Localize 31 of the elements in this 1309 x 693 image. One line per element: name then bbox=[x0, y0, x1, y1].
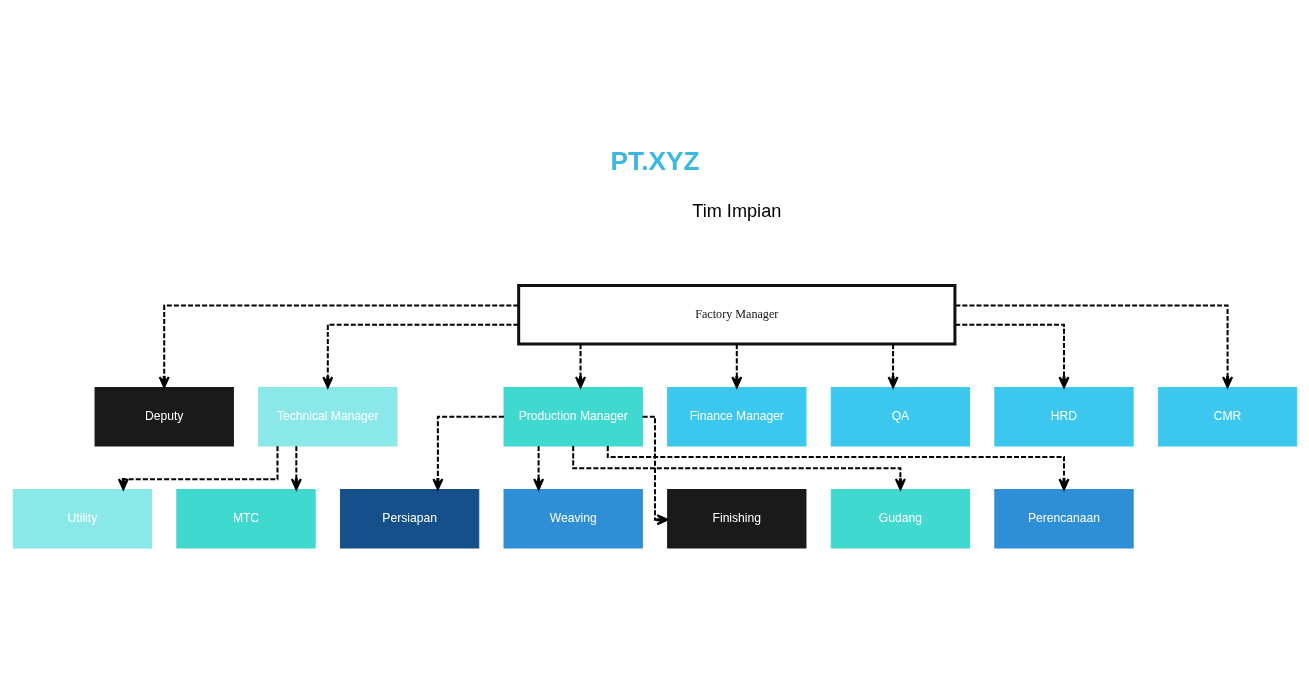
arrow bbox=[117, 445, 278, 490]
node-box: Deputy bbox=[94, 386, 234, 446]
node-box: Finishing bbox=[666, 488, 806, 548]
node-box: QA bbox=[830, 386, 970, 446]
node-box: CMR bbox=[1157, 386, 1297, 446]
arrow bbox=[571, 445, 906, 490]
node-box: Technical Manager bbox=[257, 386, 397, 446]
arrow bbox=[158, 304, 518, 388]
label: Tim Impian bbox=[691, 200, 781, 221]
arrow bbox=[730, 343, 742, 388]
node-box: Finance Manager bbox=[666, 386, 806, 446]
node-box: Perencanaan bbox=[993, 488, 1134, 548]
node-box: Utility bbox=[12, 488, 152, 548]
node-box: HRD bbox=[993, 386, 1134, 446]
node-box: Weaving bbox=[503, 488, 643, 548]
arrow bbox=[642, 415, 668, 525]
node-box: Factory Manager bbox=[516, 283, 956, 345]
arrow bbox=[431, 415, 504, 490]
diagram-title: PT.XYZ bbox=[610, 145, 700, 176]
node-box: Persiapan bbox=[339, 488, 479, 548]
node-box: Production Manager bbox=[503, 386, 643, 446]
arrow bbox=[574, 343, 586, 388]
arrow bbox=[954, 323, 1070, 388]
node-box: Gudang bbox=[830, 488, 970, 548]
arrow bbox=[532, 445, 544, 490]
arrow bbox=[606, 445, 1070, 490]
arrow bbox=[887, 343, 899, 388]
arrow bbox=[321, 323, 519, 388]
arrow bbox=[290, 445, 302, 490]
node-box: MTC bbox=[175, 488, 316, 548]
arrow bbox=[954, 304, 1233, 388]
